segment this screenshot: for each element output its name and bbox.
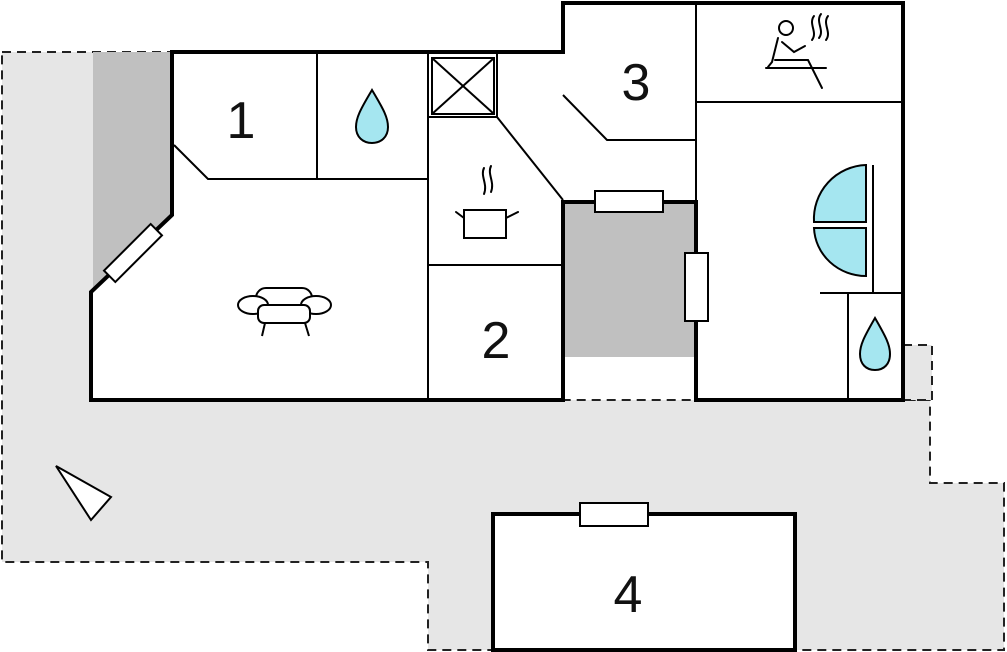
chimney-cross-icon [431,57,495,115]
sofa-icon [237,287,332,337]
shower-drop-icon [858,316,892,372]
room-number-3: 3 [622,54,651,112]
room-number-4: 4 [614,566,643,624]
window-west [102,222,164,284]
annex-room-4 [491,512,797,652]
room-number-2: 2 [482,312,511,370]
room-number-1: 1 [227,92,256,150]
shower-icon [812,163,867,278]
interior-walls [173,5,901,400]
sauna-icon [765,13,829,89]
covered-area-center-fill [565,204,694,357]
north-arrow-icon [55,465,113,522]
bathroom-drop-icon [354,88,390,145]
window-east-covered [684,252,709,322]
terrace-east [902,344,933,401]
kitchen-pot-icon [455,165,519,239]
window-north-covered [594,190,664,213]
